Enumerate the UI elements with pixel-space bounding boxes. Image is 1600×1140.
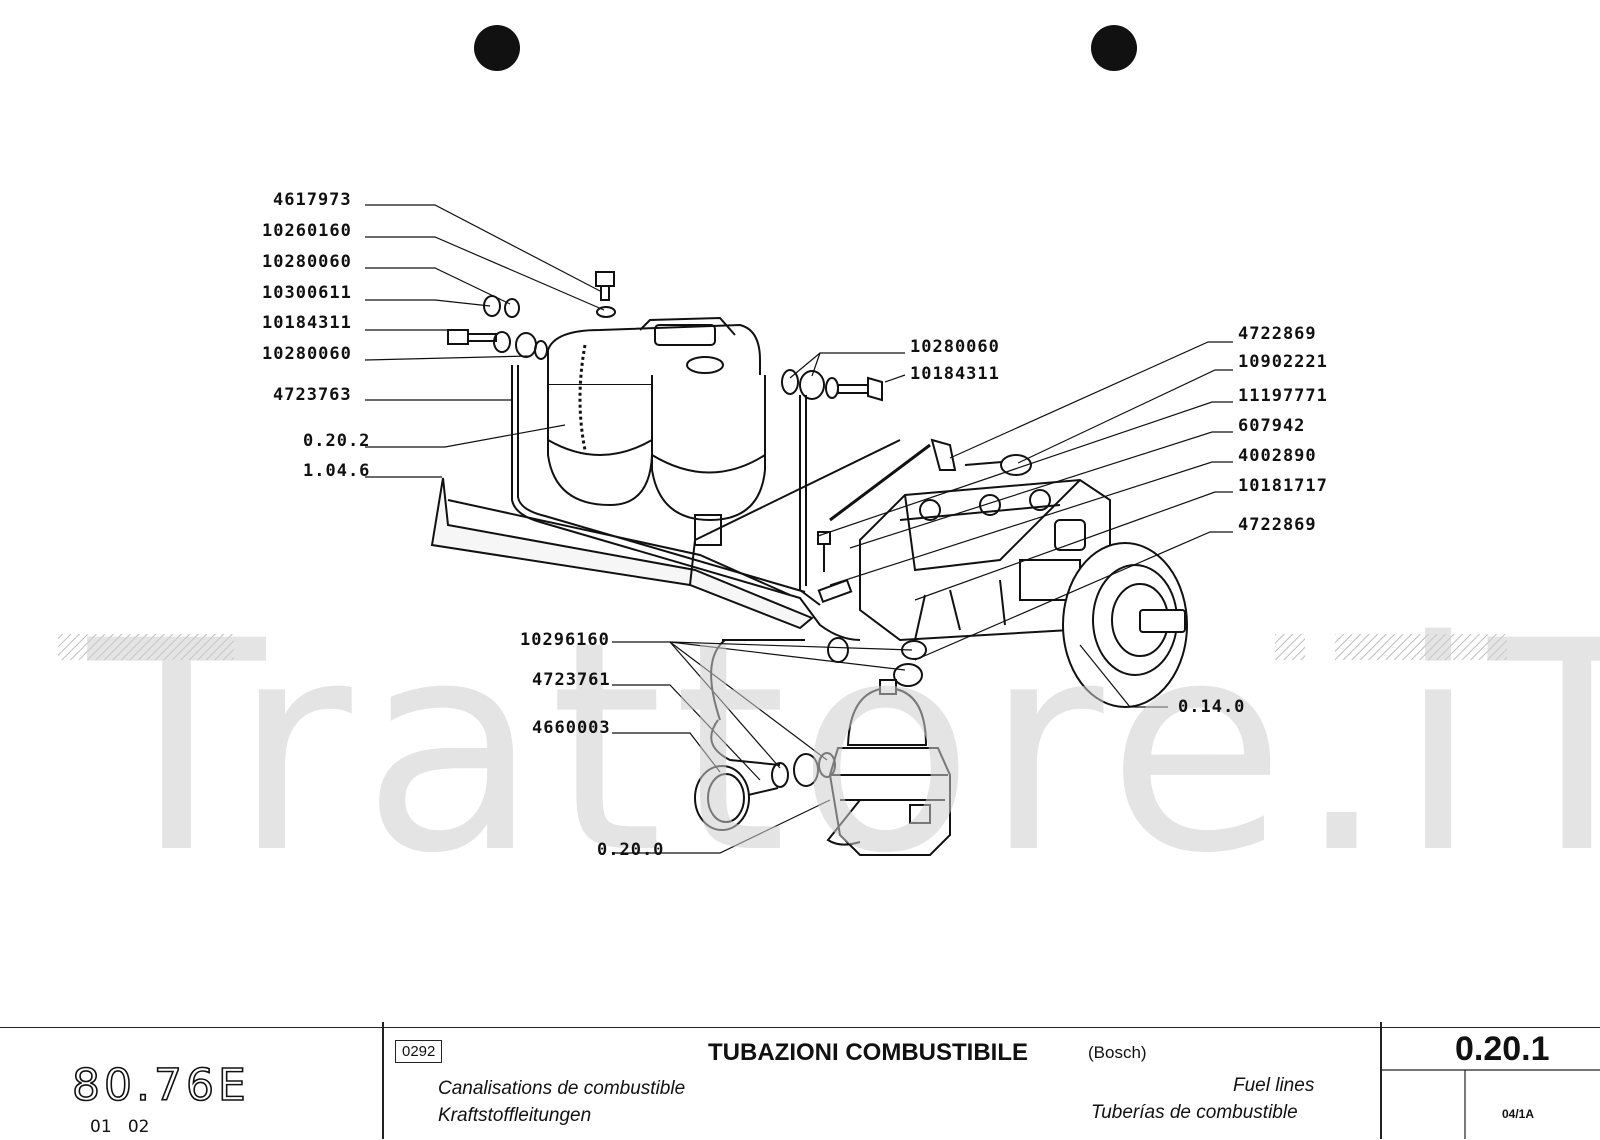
- callout-label: 10902221: [1238, 352, 1328, 372]
- title-english: Fuel lines: [1233, 1075, 1315, 1096]
- watermark-bar-right: [1335, 634, 1507, 660]
- punch-hole-right: [1091, 25, 1137, 71]
- page-title: TUBAZIONI COMBUSTIBILE: [708, 1039, 1028, 1066]
- callout-label: 10280060: [262, 252, 352, 272]
- callout-label: 4722869: [1238, 324, 1317, 344]
- callout-label: 11197771: [1238, 386, 1328, 406]
- brand-note: (Bosch): [1088, 1043, 1147, 1062]
- watermark-text: Trattore.iT: [88, 580, 1600, 917]
- callout-label: 4660003: [532, 718, 611, 738]
- callout-label: 10280060: [262, 344, 352, 364]
- callout-label: 10184311: [262, 313, 352, 333]
- revision-code: 04/1A: [1502, 1107, 1535, 1121]
- callout-label: 0.14.0: [1178, 697, 1246, 717]
- title-french: Canalisations de combustible: [438, 1078, 686, 1099]
- assembly-drawing: [430, 271, 1188, 856]
- callout-label: 4722869: [1238, 515, 1317, 535]
- callout-label: 10181717: [1238, 476, 1328, 496]
- callout-label: 10260160: [262, 221, 352, 241]
- callout-label: 0.20.2: [303, 431, 371, 451]
- punch-hole-left: [474, 25, 520, 71]
- title-block: [0, 1027, 1600, 1140]
- callout-label: 0.20.0: [597, 840, 665, 860]
- callout-label: 10184311: [910, 364, 1000, 384]
- callout-label: 4617973: [273, 190, 352, 210]
- section-code: 0.20.1: [1455, 1030, 1550, 1068]
- callout-label: 10296160: [520, 630, 610, 650]
- title-block-divider: [1380, 1022, 1382, 1139]
- model-variants: 01 02: [90, 1117, 150, 1137]
- callout-label: 4723763: [273, 385, 352, 405]
- title-german: Kraftstoffleitungen: [438, 1105, 592, 1126]
- title-spanish: Tuberías de combustible: [1091, 1102, 1298, 1123]
- callout-label: 1.04.6: [303, 461, 371, 481]
- title-block-lines: [1380, 1069, 1600, 1139]
- watermark-bar-mid: [1275, 634, 1305, 660]
- callout-label: 4002890: [1238, 446, 1317, 466]
- leader-lines: [364, 204, 1233, 854]
- group-code: 0292: [395, 1040, 443, 1063]
- callout-label: 10280060: [910, 337, 1000, 357]
- callout-label: 10300611: [262, 283, 352, 303]
- title-block-divider: [382, 1022, 384, 1139]
- callout-label: 4723761: [532, 670, 611, 690]
- watermark-bar-left: [58, 634, 234, 660]
- model-number: 80.76E: [71, 1059, 250, 1112]
- callout-label: 607942: [1238, 416, 1306, 436]
